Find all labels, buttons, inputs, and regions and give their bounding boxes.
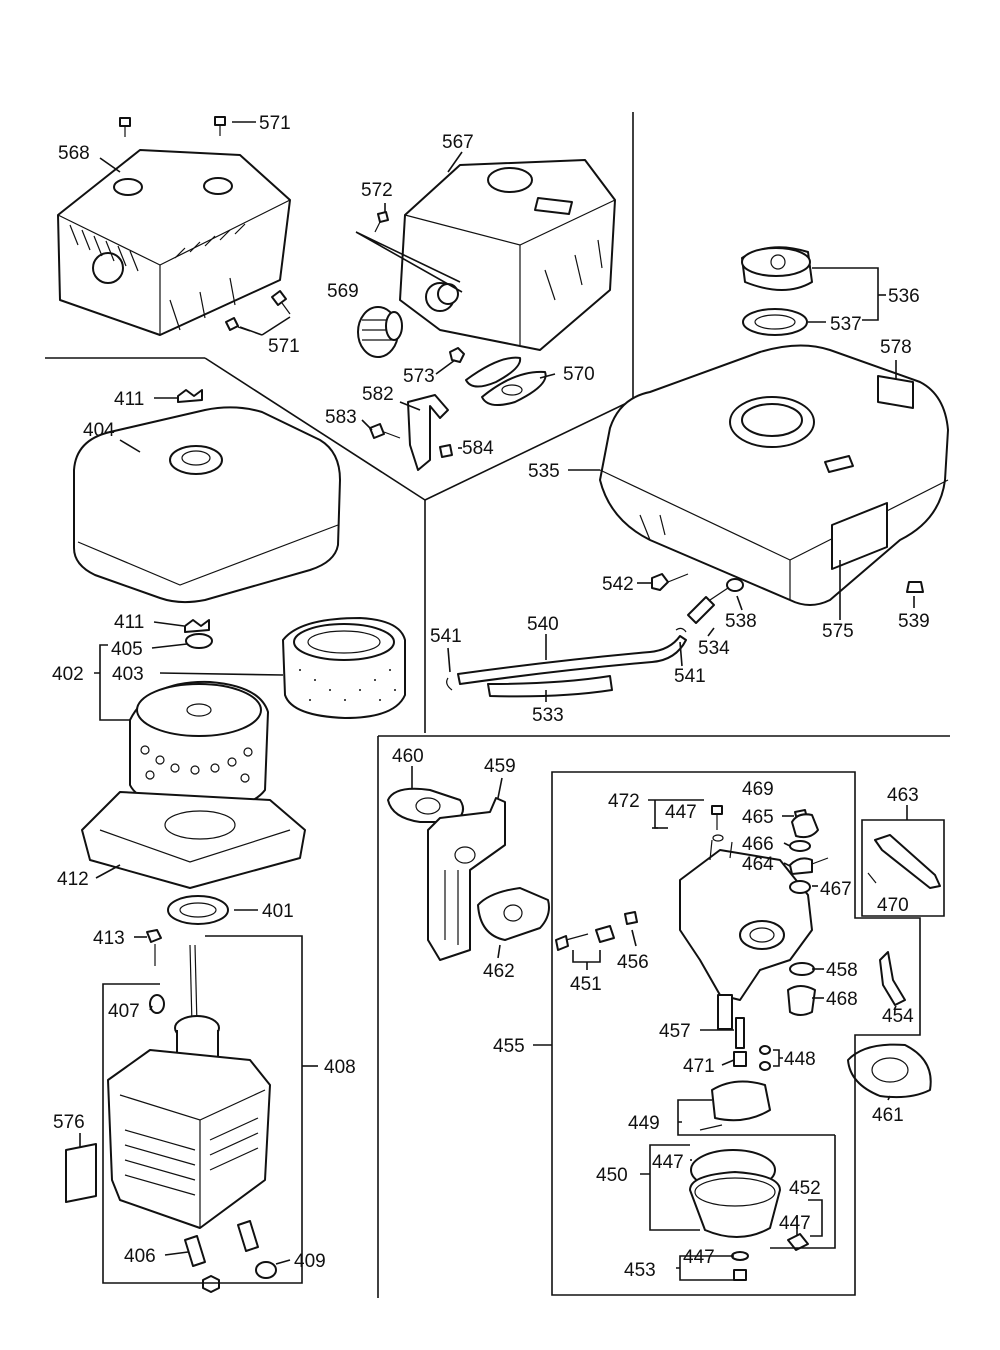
part-label: 411 xyxy=(114,612,144,633)
part-label: 569 xyxy=(327,281,359,302)
part-label: 537 xyxy=(830,314,862,335)
part-label: 570 xyxy=(563,364,595,385)
part-label: 469 xyxy=(742,779,774,800)
part-label: 406 xyxy=(124,1246,156,1267)
muffler-567 xyxy=(357,159,616,471)
part-label: 573 xyxy=(403,366,435,387)
engine-cover-568 xyxy=(57,116,291,336)
part-label: 456 xyxy=(617,952,649,973)
part-label: 401 xyxy=(262,901,294,922)
part-label: 568 xyxy=(58,143,90,164)
part-label: 584 xyxy=(462,438,494,459)
part-label: 538 xyxy=(725,611,757,632)
part-label: 540 xyxy=(527,614,559,635)
part-label: 458 xyxy=(826,960,858,981)
part-label: 575 xyxy=(822,621,854,642)
part-label: 405 xyxy=(111,639,143,660)
part-label: 572 xyxy=(361,180,393,201)
part-label: 452 xyxy=(789,1178,821,1199)
leader-lines xyxy=(79,121,945,1296)
part-label: 468 xyxy=(826,989,858,1010)
part-label: 466 xyxy=(742,834,774,855)
part-label: 472 xyxy=(608,791,640,812)
air-cleaner xyxy=(73,389,406,966)
part-label: 450 xyxy=(596,1165,628,1186)
part-label: 571 xyxy=(259,113,291,134)
part-label: 567 xyxy=(442,132,474,153)
part-label: 449 xyxy=(628,1113,660,1134)
part-label: 409 xyxy=(294,1251,326,1272)
part-label: 404 xyxy=(83,420,115,441)
part-label: 403 xyxy=(112,664,144,685)
part-label: 460 xyxy=(392,746,424,767)
part-label: 536 xyxy=(888,286,920,307)
part-label: 447 xyxy=(779,1213,811,1234)
part-label: 413 xyxy=(93,928,125,949)
part-label: 467 xyxy=(820,879,852,900)
part-label: 463 xyxy=(887,785,919,806)
part-label: 464 xyxy=(742,854,774,875)
part-label: 461 xyxy=(872,1105,904,1126)
part-label: 541 xyxy=(430,626,462,647)
part-label: 583 xyxy=(325,407,357,428)
part-label: 402 xyxy=(52,664,84,685)
carburetor xyxy=(387,787,941,1281)
part-label: 534 xyxy=(698,638,730,659)
part-label: 453 xyxy=(624,1260,656,1281)
part-label: 411 xyxy=(114,389,144,410)
part-label: 412 xyxy=(57,869,89,890)
part-label: 578 xyxy=(880,337,912,358)
part-label: 470 xyxy=(877,895,909,916)
part-label: 459 xyxy=(484,756,516,777)
part-label: 541 xyxy=(674,666,706,687)
part-label: 535 xyxy=(528,461,560,482)
part-label: 533 xyxy=(532,705,564,726)
part-label: 448 xyxy=(784,1049,816,1070)
part-label: 465 xyxy=(742,807,774,828)
part-label: 457 xyxy=(659,1021,691,1042)
part-label: 576 xyxy=(53,1112,85,1133)
part-label: 542 xyxy=(602,574,634,595)
part-label: 471 xyxy=(683,1056,715,1077)
part-label: 539 xyxy=(898,611,930,632)
air-cleaner-elbow-408 xyxy=(65,944,277,1293)
part-label: 407 xyxy=(108,1001,140,1022)
part-label: 462 xyxy=(483,961,515,982)
part-label: 454 xyxy=(882,1006,914,1027)
part-label: 582 xyxy=(362,384,394,405)
part-labels: 571 568 571 567 572 569 573 570 582 583 … xyxy=(52,113,930,1281)
part-label: 408 xyxy=(324,1057,356,1078)
fuel-tank-535 xyxy=(599,246,949,624)
section-dividers xyxy=(45,112,950,1298)
part-label: 447 xyxy=(652,1152,684,1173)
part-label: 447 xyxy=(683,1247,715,1268)
part-label: 451 xyxy=(570,974,602,995)
fuel-hoses xyxy=(446,627,687,698)
part-label: 447 xyxy=(665,802,697,823)
part-label: 455 xyxy=(493,1036,525,1057)
part-label: 571 xyxy=(268,336,300,357)
